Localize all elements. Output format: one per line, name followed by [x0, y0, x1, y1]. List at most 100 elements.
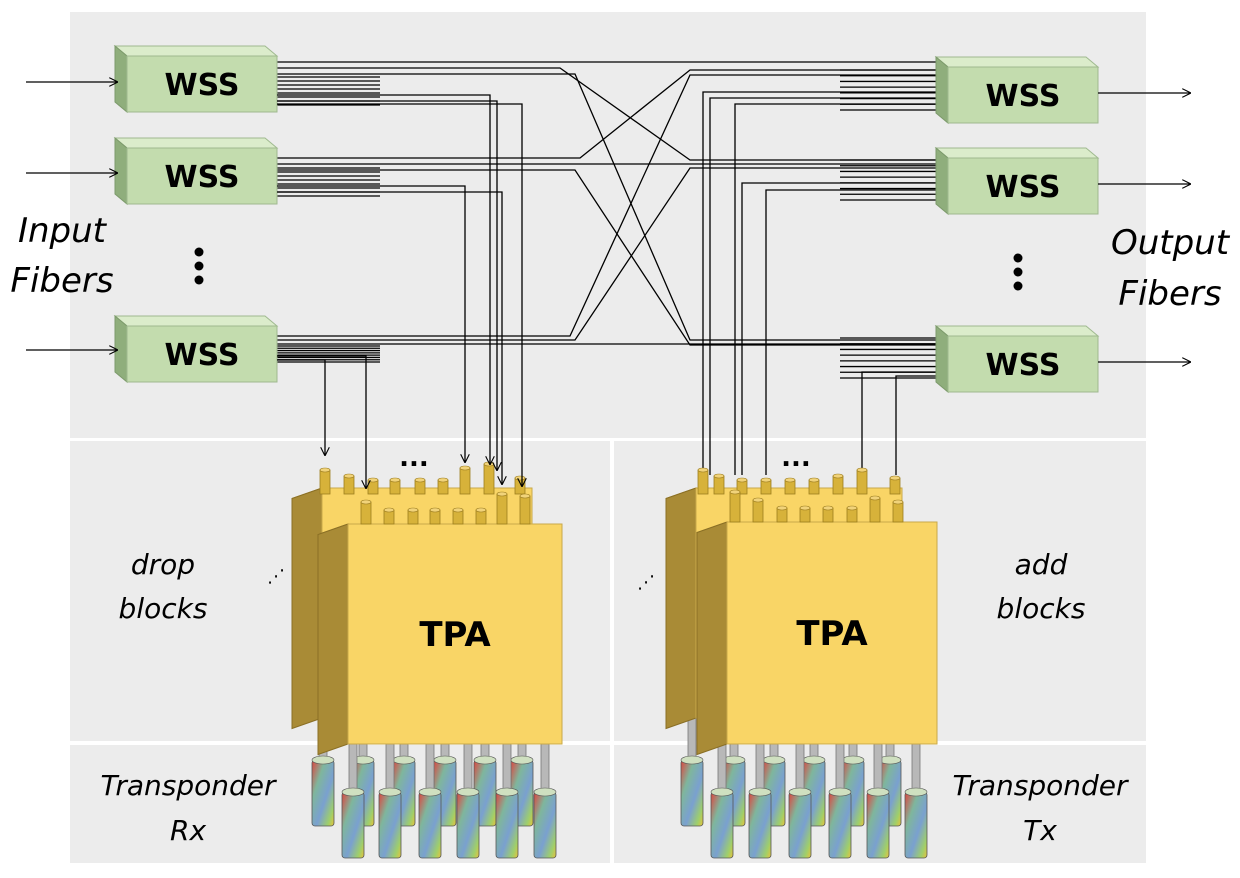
- port: [514, 477, 526, 495]
- cross-connect-7: [277, 74, 940, 337]
- transponder-body: [341, 791, 365, 859]
- drop-fiber-5: [277, 191, 502, 484]
- wss-front-face: [947, 157, 1099, 215]
- fiber-arrows: [26, 82, 1190, 362]
- wss-top-face: [934, 147, 1100, 159]
- port-cap: [752, 497, 764, 503]
- port: [360, 501, 372, 525]
- wss-label: WSS: [986, 79, 1061, 114]
- rx-transponder-front-6: [533, 741, 557, 859]
- transponder-body: [904, 791, 928, 859]
- port: [889, 477, 901, 495]
- tx-transponder-front-1: [710, 741, 734, 859]
- tx-transponder-front-4: [828, 741, 852, 859]
- drop-stack-ellipsis: ⋰: [267, 566, 285, 587]
- transponder-body: [828, 791, 852, 859]
- transponder-layer: [311, 709, 928, 859]
- transponder-body: [866, 791, 890, 859]
- port-cap: [483, 461, 495, 467]
- transponder-cap: [433, 755, 457, 765]
- transponder-cap: [904, 787, 928, 797]
- add-blocks-label: add: [1015, 548, 1068, 581]
- wss-input-2: WSS: [113, 136, 279, 206]
- wss-top-face: [113, 315, 279, 327]
- port-cap: [799, 505, 811, 511]
- add-port-ellipsis: ...: [781, 443, 811, 473]
- transponder-cap: [748, 787, 772, 797]
- add-fiber-2: [709, 97, 940, 475]
- wss-input-3: WSS: [113, 314, 279, 384]
- port-cap: [496, 491, 508, 497]
- fiber-connections: [277, 61, 945, 475]
- port: [496, 493, 508, 525]
- port-cap: [697, 467, 709, 473]
- wss-top-face: [934, 56, 1100, 68]
- wss-front-face: [126, 325, 278, 383]
- wss-top-face: [113, 45, 279, 57]
- transponder-stem: [463, 741, 473, 793]
- port-cap: [869, 495, 881, 501]
- transponder-body: [710, 791, 734, 859]
- port: [459, 467, 471, 495]
- wss-layer: WSS WSS WSS WSS WSS WSS: [113, 44, 1100, 394]
- cross-connect-6: [277, 169, 940, 346]
- transponder-body: [378, 791, 402, 859]
- transponder-stem: [795, 741, 805, 793]
- transponder-cap: [680, 755, 704, 765]
- wss-front-face: [126, 147, 278, 205]
- cross-connect-2: [277, 67, 940, 161]
- port: [343, 475, 355, 495]
- port-cap: [736, 477, 748, 483]
- cross-connect-8: [277, 167, 940, 341]
- wss-output-1: WSS: [934, 55, 1100, 125]
- tpa-label: TPA: [796, 614, 868, 654]
- wss-front-face: [126, 55, 278, 113]
- port-cap: [776, 505, 788, 511]
- add-blocks-label-2: blocks: [997, 592, 1086, 625]
- transponder-body: [311, 759, 335, 827]
- transponder-stem: [540, 741, 550, 793]
- port-cap: [407, 507, 419, 513]
- transponder-stem: [835, 741, 845, 793]
- port-cap: [784, 477, 796, 483]
- port-cap: [459, 465, 471, 471]
- transponder-body: [418, 791, 442, 859]
- drop-fiber-6: [277, 355, 366, 488]
- drop-blocks-label-2: blocks: [119, 592, 208, 625]
- port-cap: [713, 473, 725, 479]
- add-front-ports: [729, 489, 904, 523]
- port-cap: [856, 467, 868, 473]
- rx-transponder-front-4: [456, 741, 480, 859]
- port-cap: [832, 473, 844, 479]
- wss-label: WSS: [986, 348, 1061, 383]
- wss-side-face: [114, 314, 128, 384]
- transponder-cap: [802, 755, 826, 765]
- drop-fiber-4: [277, 185, 465, 462]
- wss-side-face: [114, 136, 128, 206]
- add-fiber-7: [895, 375, 940, 475]
- port-cap: [360, 499, 372, 505]
- transponder-cap: [510, 755, 534, 765]
- tx-transponder-back-1: [680, 709, 704, 827]
- wss-front-face: [947, 66, 1099, 124]
- port: [319, 469, 331, 495]
- tx-transponder-front-5: [866, 741, 890, 859]
- drop-arrows: [277, 94, 522, 488]
- drop-fiber-2: [277, 100, 497, 470]
- drop-front-ports: [360, 491, 531, 525]
- tpa-front-face: [347, 523, 563, 745]
- add-fiber-5: [765, 189, 940, 475]
- transponder-cap: [456, 787, 480, 797]
- add-fiber-3: [734, 103, 940, 475]
- wss-output-3: WSS: [934, 324, 1100, 394]
- wss-side-face: [935, 55, 949, 125]
- port-cap: [892, 499, 904, 505]
- port-cap: [519, 493, 531, 499]
- transponder-body: [680, 759, 704, 827]
- transponder-cap: [710, 787, 734, 797]
- wss-input-1: WSS: [113, 44, 279, 114]
- add-back-ports: [697, 467, 901, 495]
- wss-vertical-ellipsis: [194, 247, 1023, 291]
- add-fiber-1: [702, 91, 940, 475]
- wss-label: WSS: [986, 170, 1061, 205]
